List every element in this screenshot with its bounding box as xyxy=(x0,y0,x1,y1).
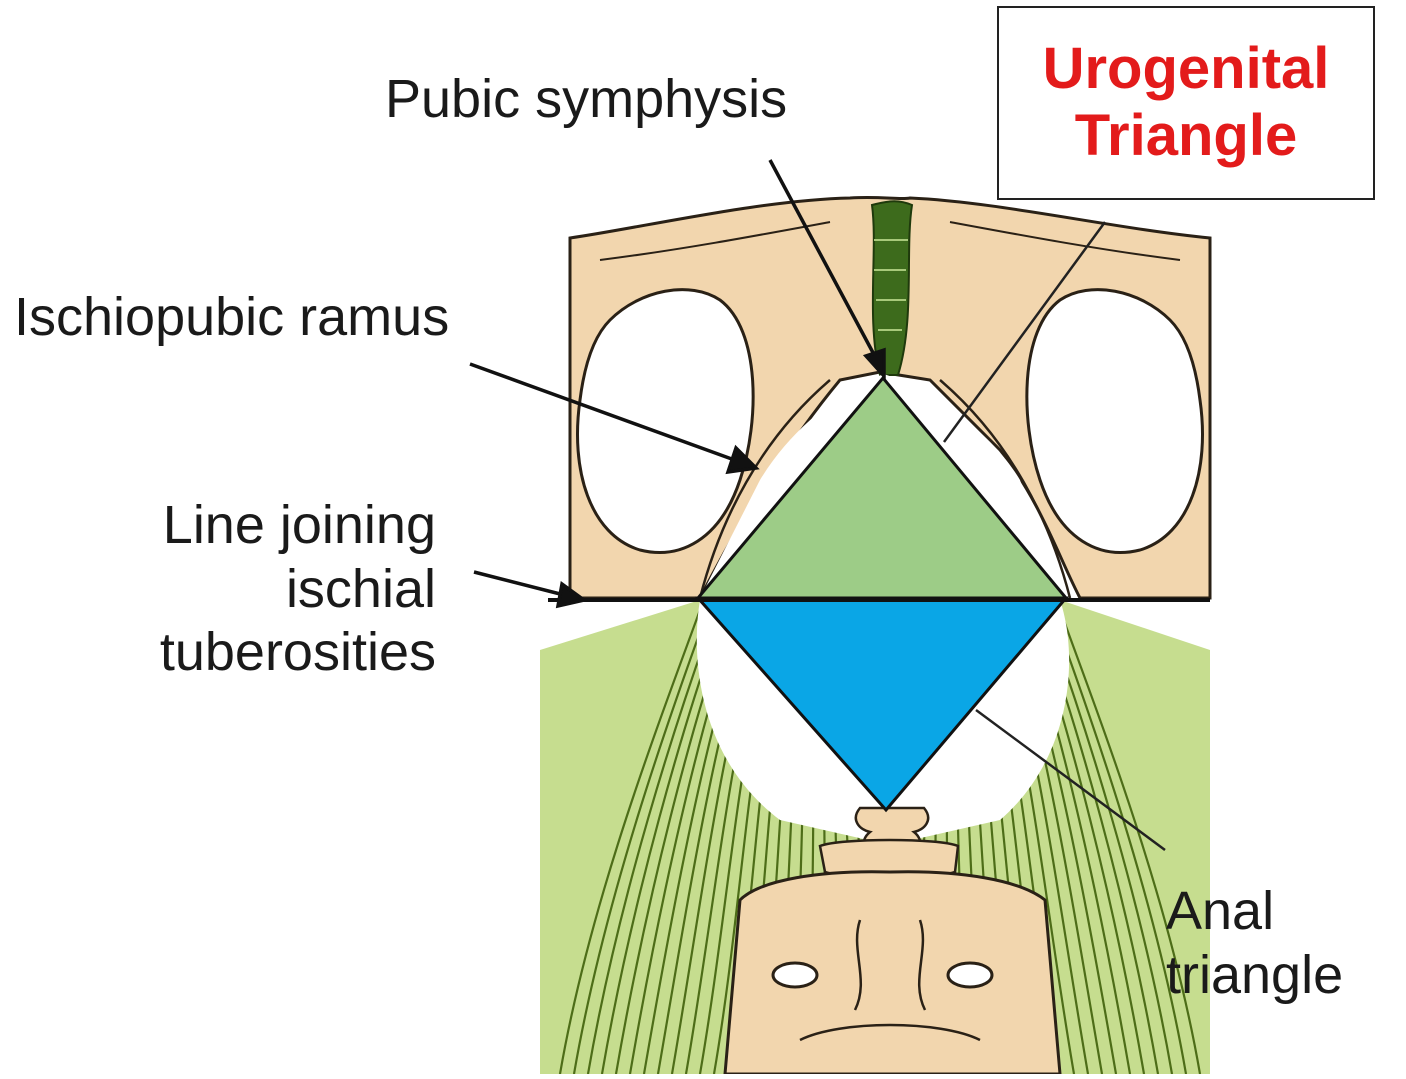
urogenital-title-1: Urogenital xyxy=(1043,36,1330,103)
urogenital-title-2: Triangle xyxy=(1075,103,1297,170)
label-line-3: tuberosities xyxy=(160,621,436,685)
label-ischiopubic-ramus: Ischiopubic ramus xyxy=(14,286,449,350)
label-line-joining-ischial-tuberosities: Line joining ischial tuberosities xyxy=(160,494,436,685)
urogenital-triangle-title-box: Urogenital Triangle xyxy=(997,6,1375,200)
label-pubic-symphysis: Pubic symphysis xyxy=(385,68,787,132)
label-line-2: ischial xyxy=(160,558,436,622)
label-anal-triangle: Anal triangle xyxy=(1166,880,1343,1007)
sacrum xyxy=(725,872,1060,1074)
label-line-1: Line joining xyxy=(160,494,436,558)
label-anal-2: triangle xyxy=(1166,944,1343,1008)
label-anal-1: Anal xyxy=(1166,880,1343,944)
